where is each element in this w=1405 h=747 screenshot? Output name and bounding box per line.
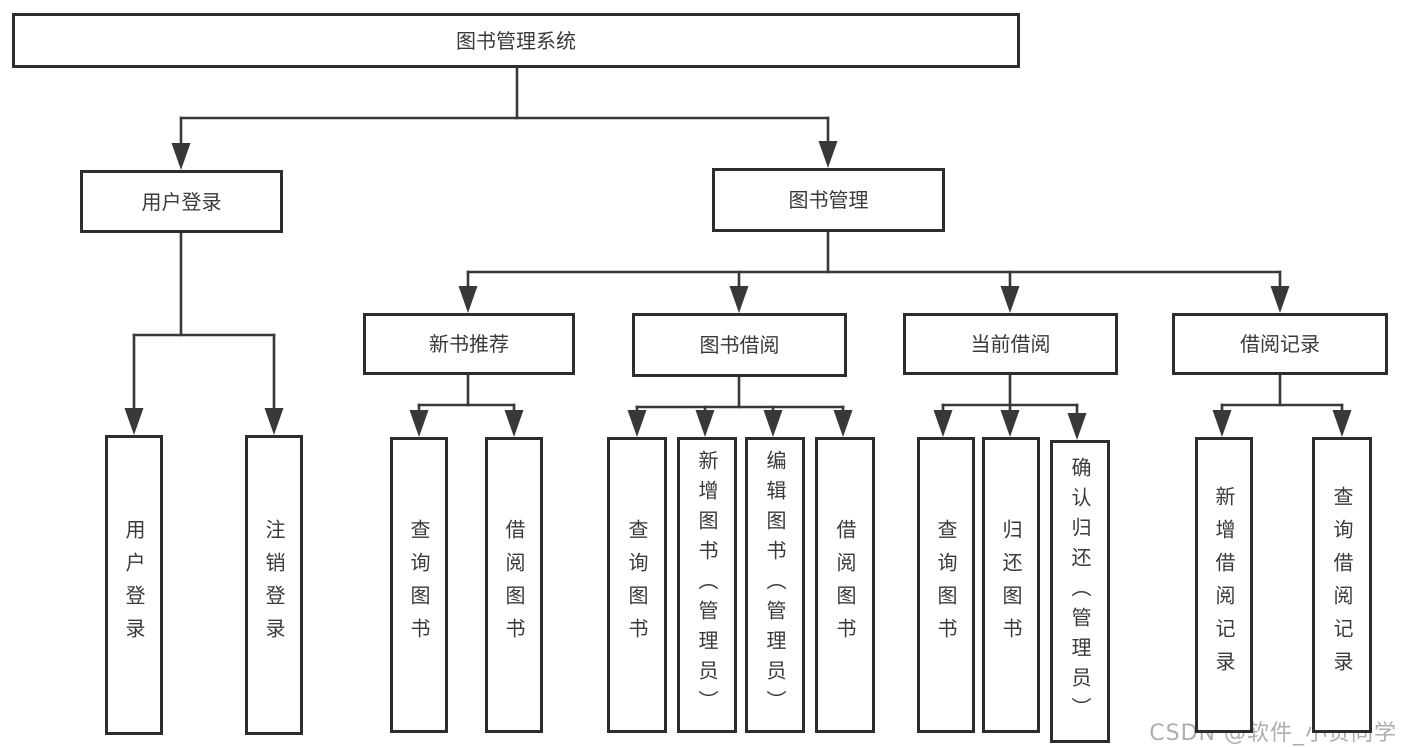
edge-arrowhead [695, 410, 715, 437]
edge-arrowhead [124, 408, 144, 435]
node-leaf-borrow-book-1: 借阅图书 [485, 437, 543, 733]
edge-arrowhead [627, 410, 647, 437]
node-label: 查询图书 [407, 519, 431, 651]
edge-arrowhead [458, 286, 478, 313]
node-label: 查询图书 [934, 519, 958, 651]
node-current-borrow: 当前借阅 [903, 313, 1118, 375]
node-label: 查询借阅记录 [1330, 486, 1354, 684]
node-leaf-query-book-1: 查询图书 [390, 437, 448, 733]
node-label: 图书借阅 [699, 333, 780, 357]
node-leaf-borrow-book-2: 借阅图书 [815, 437, 875, 733]
node-user-login: 用户登录 [80, 170, 283, 233]
node-label: 查询图书 [625, 519, 649, 651]
node-leaf-add-record: 新增借阅记录 [1195, 437, 1253, 733]
node-leaf-query-book-2: 查询图书 [607, 437, 667, 733]
edge-arrowhead [833, 410, 853, 437]
node-leaf-confirm-return: 确认归还（管理员） [1050, 440, 1110, 743]
edge-arrowhead [264, 408, 284, 435]
edge-arrowhead [1000, 410, 1020, 437]
node-root: 图书管理系统 [12, 13, 1020, 68]
edge-arrowhead [1332, 410, 1352, 437]
node-label: 确认归还（管理员） [1068, 456, 1092, 727]
node-label: 新增借阅记录 [1212, 486, 1236, 684]
node-label: 新书推荐 [429, 332, 509, 356]
edge-arrowhead [933, 410, 953, 437]
node-borrow-record: 借阅记录 [1172, 313, 1388, 375]
edge-arrowhead [1067, 413, 1087, 440]
node-leaf-add-book: 新增图书（管理员） [677, 437, 737, 733]
node-label: 借阅记录 [1240, 332, 1320, 356]
edge-arrowhead [1000, 286, 1020, 313]
node-book-mgmt: 图书管理 [712, 168, 945, 232]
edge-arrowhead [409, 410, 429, 437]
node-leaf-edit-book: 编辑图书（管理员） [745, 437, 805, 733]
node-label: 图书管理系统 [456, 28, 576, 53]
node-label: 用户登录 [122, 519, 146, 651]
edge-arrowhead [729, 286, 749, 313]
edge-arrowhead [1270, 286, 1290, 313]
node-label: 用户登录 [141, 189, 222, 214]
node-leaf-return-book: 归还图书 [982, 437, 1040, 733]
node-book-borrow: 图书借阅 [632, 313, 847, 377]
node-label: 借阅图书 [833, 519, 857, 651]
edge-arrowhead [171, 143, 191, 170]
node-leaf-query-record: 查询借阅记录 [1312, 437, 1372, 733]
node-label: 当前借阅 [970, 332, 1051, 356]
edge-arrowhead [818, 141, 838, 168]
node-label: 注销登录 [262, 519, 286, 651]
node-new-book-rec: 新书推荐 [363, 313, 575, 375]
edge-arrowhead [763, 410, 783, 437]
node-label: 新增图书（管理员） [695, 450, 719, 720]
edge-arrowhead [504, 410, 524, 437]
node-label: 借阅图书 [502, 519, 526, 651]
node-leaf-query-book-3: 查询图书 [917, 437, 975, 733]
node-leaf-logout: 注销登录 [245, 435, 303, 735]
edge-arrowhead [1212, 410, 1232, 437]
node-label: 图书管理 [788, 188, 869, 212]
node-leaf-user-login: 用户登录 [105, 435, 163, 735]
node-label: 编辑图书（管理员） [763, 450, 787, 720]
node-label: 归还图书 [999, 519, 1023, 651]
